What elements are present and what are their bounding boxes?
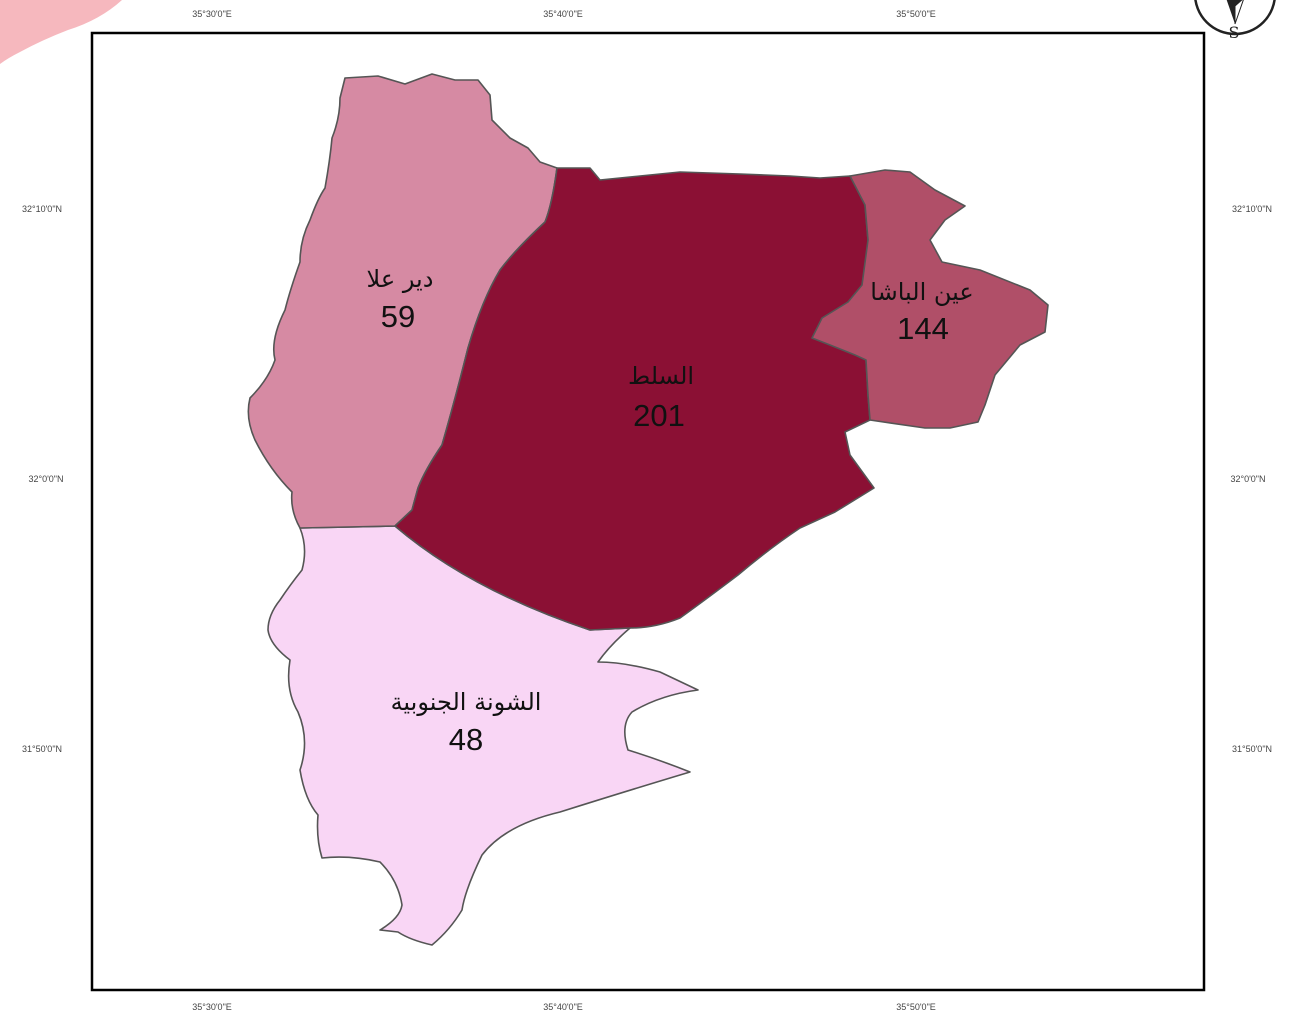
longitude-label-top-3: 35°50'0"E [896, 9, 936, 19]
district-deir-alla-name: دير علا [367, 265, 434, 293]
map-frame [90, 31, 1206, 992]
latitude-label-left-2: 32°0'0"N [28, 474, 63, 484]
compass-icon: S [1194, 0, 1276, 42]
compass-letter: S [1229, 23, 1240, 42]
district-ain-albasha-value: 144 [897, 311, 949, 346]
longitude-label-bottom-2: 35°40'0"E [543, 1002, 583, 1012]
district-deir-alla-value: 59 [381, 299, 415, 334]
longitude-label-bottom-3: 35°50'0"E [896, 1002, 936, 1012]
district-ain-albasha-shape [811, 169, 1049, 429]
district-salt-shape [394, 167, 875, 631]
latitude-label-right-3: 31°50'0"N [1232, 744, 1272, 754]
district-salt-value: 201 [633, 398, 685, 433]
district-south-shouneh-value: 48 [449, 722, 483, 757]
latitude-label-right-1: 32°10'0"N [1232, 204, 1272, 214]
latitude-label-left-3: 31°50'0"N [22, 744, 62, 754]
latitude-label-right-2: 32°0'0"N [1230, 474, 1265, 484]
longitude-label-top-1: 35°30'0"E [192, 9, 232, 19]
latitude-label-left-1: 32°10'0"N [22, 204, 62, 214]
corner-decoration [0, 0, 122, 64]
district-south-shouneh-name: الشونة الجنوبية [391, 688, 542, 716]
district-salt-name: السلط [628, 362, 694, 390]
longitude-label-top-2: 35°40'0"E [543, 9, 583, 19]
longitude-label-bottom-1: 35°30'0"E [192, 1002, 232, 1012]
district-ain-albasha-name: عين الباشا [870, 278, 973, 306]
